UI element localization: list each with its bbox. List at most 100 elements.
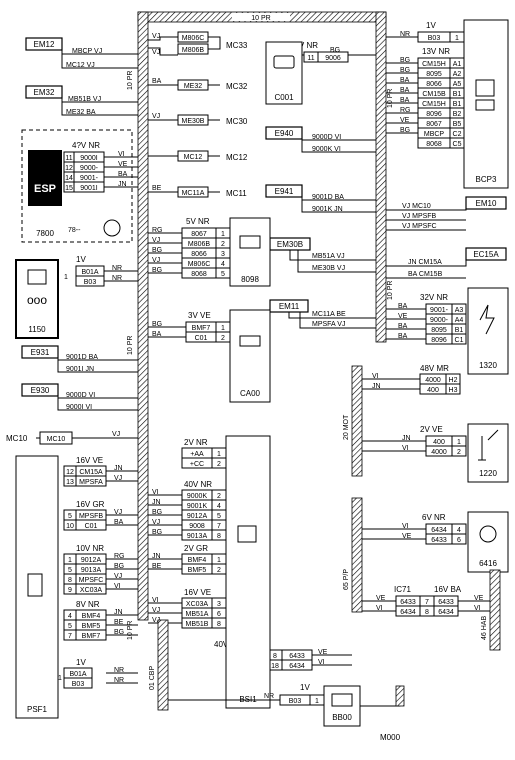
svg-text:MB51A VJ: MB51A VJ — [312, 253, 345, 260]
bsi1-out-wire-label: VI — [318, 659, 325, 666]
svg-text:8098: 8098 — [241, 275, 259, 284]
p1320-wire-label: BA — [398, 303, 408, 310]
tag-em32: EM32 MB51B VJ ME32 BA — [25, 85, 138, 116]
svg-text:9000D VI: 9000D VI — [312, 134, 341, 141]
p1320-pin-cell-text: A3 — [455, 307, 464, 314]
p8098-pin-cell-text: 5 — [221, 271, 225, 278]
bsi1-out-wire-label: VE — [318, 649, 328, 656]
tag-e930: E930 9000D VI 9000I VI — [21, 383, 138, 411]
svg-text:VJ MPSFB: VJ MPSFB — [402, 213, 437, 220]
bcp3-pin-cell-text: A1 — [453, 61, 462, 68]
bsi1-pin-cell-text: 8 — [217, 621, 221, 628]
p7800-pin-cell-text: 14 — [65, 175, 73, 182]
component-bb00: 1V NR B03 1 BB00 — [168, 683, 361, 727]
svg-text:1V: 1V — [300, 683, 310, 692]
svg-text:7800: 7800 — [36, 229, 54, 238]
p1150-wire-label: NR — [112, 275, 122, 282]
connector-mc12: MC12 MC12 — [148, 150, 248, 162]
p1220-wire-label: VI — [402, 445, 409, 452]
svg-text:MC11A BE: MC11A BE — [312, 311, 346, 318]
svg-text:BA: BA — [152, 78, 162, 85]
bsi1-pin-cell-text: +AA — [190, 451, 204, 458]
module-icon — [237, 525, 257, 543]
bsi1-wire-label: JN — [152, 499, 161, 506]
psf1-wire-label: VJ — [114, 509, 122, 516]
psf1-wire-label: BA — [114, 519, 124, 526]
bsi1-pin-cell-text: 1 — [217, 451, 221, 458]
bcp3-pin-cell-text: CM15H — [422, 61, 446, 68]
svg-text:EM11: EM11 — [279, 302, 300, 311]
svg-text:9000I VI: 9000I VI — [66, 404, 92, 411]
ic71-pin-cell-text: 7 — [425, 599, 429, 606]
svg-text:MC12 VJ: MC12 VJ — [66, 62, 95, 69]
svg-text:2V VE: 2V VE — [420, 425, 443, 434]
ca00-pin-cell-text: 1 — [221, 325, 225, 332]
svg-text:5V NR: 5V NR — [186, 217, 210, 226]
p8098-pin-cell-text: 8066 — [191, 251, 207, 258]
bus-label-bcp3: 10 PR — [387, 89, 394, 108]
svg-text:BG: BG — [330, 47, 340, 54]
psf1-block-header: 10V NR — [76, 544, 104, 553]
svg-text:PSF1: PSF1 — [27, 705, 48, 714]
psf1-wire-label: BG — [114, 563, 124, 570]
psf1-pin-number: 1 — [58, 675, 62, 682]
svg-text:32V NR: 32V NR — [420, 293, 448, 302]
psf1-wire-label: RG — [114, 553, 125, 560]
svg-text:E941: E941 — [275, 187, 294, 196]
svg-text:B03: B03 — [428, 35, 441, 42]
lightning-icon — [479, 304, 495, 335]
bcp3-pin-cell-text: C2 — [453, 131, 462, 138]
svg-text:VJ: VJ — [112, 431, 120, 438]
ca00-pin-cell-text: BMF7 — [192, 325, 211, 332]
svg-text:4?V NR: 4?V NR — [72, 141, 100, 150]
p8098-pin-cell-text: 8067 — [191, 231, 207, 238]
bsi1-pin-cell-text: 8 — [217, 533, 221, 540]
p8098-wire-label: BG — [152, 267, 162, 274]
ca00-pin-cell-text: 2 — [221, 335, 225, 342]
bsi1-pin-cell-text: 3 — [217, 601, 221, 608]
battery-icon — [331, 693, 353, 707]
psf1-pin-cell-text: MPSFA — [79, 479, 103, 486]
bsi1-pin-cell-text: 2 — [217, 567, 221, 574]
psf1-pin-cell-text: CM15A — [79, 469, 103, 476]
ic71-pin-cell-text: 6433 — [438, 599, 454, 606]
psf1-pin-cell-text: B03 — [72, 681, 85, 688]
bsi1-pin-cell-text: 18 — [271, 663, 279, 670]
psf1-pin-cell-text: 8 — [68, 577, 72, 584]
psf1-wire-label: JN — [114, 609, 123, 616]
svg-text:JN CM15A: JN CM15A — [408, 259, 442, 266]
bcp3-wire-label: BA — [400, 77, 410, 84]
svg-text:NR: NR — [264, 693, 274, 700]
bsi1-pin-cell-text: MB51B — [186, 621, 209, 628]
bus-20-mot: 20 MOT — [343, 365, 363, 477]
svg-text:E930: E930 — [31, 386, 50, 395]
p8098-pin-cell-text: 3 — [221, 251, 225, 258]
module-icon — [475, 79, 495, 97]
bsi1-pin-cell-text: MB51A — [186, 611, 209, 618]
bsi1-block-header: 40V NR — [184, 480, 212, 489]
p6416-pin-cell — [451, 533, 467, 545]
svg-text:VJ: VJ — [152, 33, 160, 40]
p1320b-wire-label: VI — [372, 373, 379, 380]
ic71-pin-cell-text: 6433 — [400, 599, 416, 606]
psf1-pin-cell-text: BMF5 — [82, 623, 101, 630]
bus-label-left-upper: 10 PR — [127, 71, 134, 90]
p8098-wire-label: VJ — [152, 257, 160, 264]
p8098-wire-label: BG — [152, 247, 162, 254]
tag-e931: E931 9001D BA 9001I JN — [21, 345, 138, 373]
svg-text:C001: C001 — [274, 93, 294, 102]
bsi1-pin-cell-text: 2 — [217, 493, 221, 500]
bsi1-block-header: 16V VE — [184, 588, 211, 597]
svg-text:EM30B: EM30B — [277, 240, 303, 249]
psf1-pin-cell-text: 9 — [68, 587, 72, 594]
connector-mc33: VJ VJ M806C M806B MC33 — [148, 31, 248, 56]
bsi1-wire-label: JN — [152, 553, 161, 560]
svg-text:MC11: MC11 — [226, 189, 247, 198]
bsi1-pin-cell-text: 6 — [217, 611, 221, 618]
